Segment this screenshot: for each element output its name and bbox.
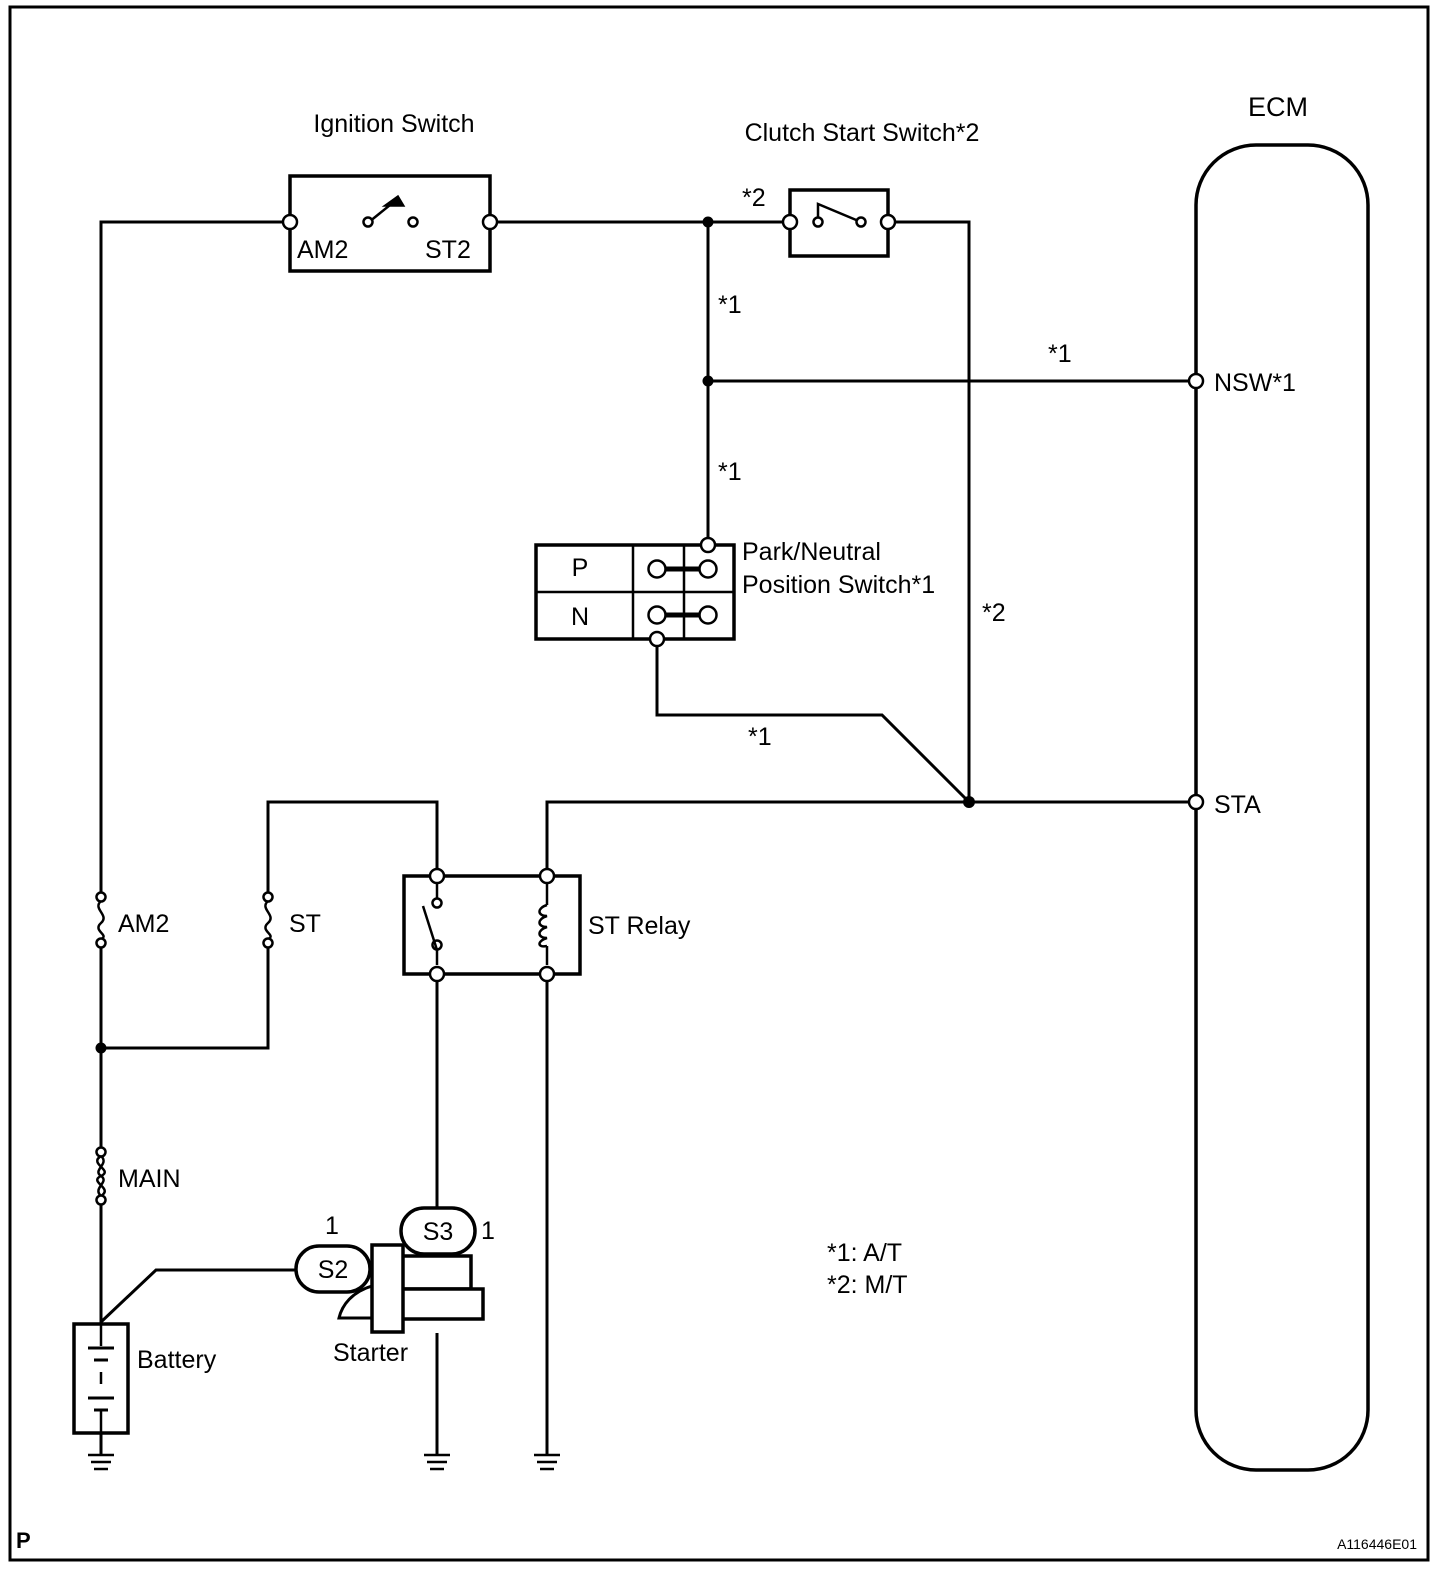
legend-mt: *2: M/T [827, 1271, 908, 1299]
ecm-pin-sta [1187, 793, 1205, 811]
starter-solenoid [398, 1254, 473, 1291]
junctions [95, 216, 975, 1054]
ground-relay [534, 1453, 560, 1471]
ignition-terminal-st2 [481, 213, 499, 231]
junction-dot [963, 796, 975, 808]
clutch-contact [855, 216, 867, 228]
relay-terminal [428, 965, 446, 983]
connector-s3: S3 1 [399, 1206, 495, 1256]
ignition-switch-blade-tip [381, 194, 406, 207]
pn-p-contact [647, 559, 667, 579]
connector-s3-label: S3 [423, 1218, 454, 1246]
pn-terminal-top [699, 536, 717, 554]
connector-s2-label: S2 [318, 1256, 349, 1284]
fuse-am2-label: AM2 [118, 910, 169, 938]
relay-coil [538, 903, 548, 948]
st-relay: ST Relay [402, 867, 691, 983]
connector-s2-shape [294, 1244, 372, 1294]
connector-s3-shape [399, 1206, 477, 1256]
starter-motor [398, 1287, 485, 1321]
ground-starter [424, 1453, 450, 1471]
starter-nose [337, 1283, 374, 1320]
pn-terminal-bottom [648, 630, 666, 648]
connector-s2: S2 1 [294, 1212, 372, 1294]
pn-n-contact [647, 605, 667, 625]
wire-note: *1 [718, 458, 742, 486]
clutch-switch-note: *2 [742, 184, 766, 212]
ignition-switch: Ignition Switch AM2 ST2 [281, 110, 499, 273]
park-neutral-switch: P N Park/Neutral Position Switch*1 [534, 536, 935, 648]
relay-switch-blade [421, 905, 439, 951]
clutch-terminal [781, 213, 799, 231]
relay-switch-contact [431, 897, 443, 909]
wire-relay-coil-to-sta [545, 800, 1190, 870]
clutch-start-switch: Clutch Start Switch*2 *2 [742, 119, 980, 258]
relay-terminal [538, 965, 556, 983]
wire-note: *1 [1048, 340, 1072, 368]
battery-label: Battery [137, 1346, 217, 1374]
junction-dot [702, 216, 714, 228]
figure-id: A116446E01 [1337, 1536, 1417, 1552]
wire-st-fuse-to-relay [266, 800, 439, 897]
ignition-contact [407, 216, 419, 228]
wire-st-fuse [101, 945, 270, 1050]
ecm-title: ECM [1248, 92, 1308, 122]
starter-label: Starter [333, 1339, 408, 1367]
starter: Starter [333, 1243, 485, 1367]
ground-battery [88, 1433, 114, 1471]
fuse-st: ST [262, 891, 321, 949]
ecm-nsw-label: NSW*1 [1214, 369, 1296, 397]
clutch-contact [812, 216, 824, 228]
page-mark: P [16, 1528, 31, 1553]
ignition-switch-box [288, 174, 492, 273]
pn-title-line2: Position Switch*1 [742, 571, 935, 599]
ignition-st2-label: ST2 [425, 236, 471, 264]
wire-note: *1 [748, 723, 772, 751]
wire-pn-to-sta [655, 647, 971, 804]
wire-note: *2 [982, 599, 1006, 627]
wire-note: *1 [718, 291, 742, 319]
fuse-main-label: MAIN [118, 1165, 181, 1193]
ecm-pin-nsw [1187, 372, 1205, 390]
legend-at: *1: A/T [827, 1239, 902, 1267]
fuse-main: MAIN [95, 1146, 181, 1206]
ecm-sta-label: STA [1214, 791, 1261, 819]
relay-terminal [428, 867, 446, 885]
starter-flange [370, 1243, 405, 1334]
legend: *1: A/T *2: M/T [827, 1239, 908, 1299]
clutch-switch-title: Clutch Start Switch*2 [745, 119, 980, 147]
pn-row-n: N [571, 603, 589, 631]
connector-s3-pin: 1 [481, 1217, 495, 1245]
wire-am2-main [99, 220, 287, 897]
junction-dot [95, 1042, 107, 1054]
wire-battery-to-s2 [99, 1268, 296, 1324]
diagram-frame [8, 5, 1430, 1562]
clutch-switch-box [788, 188, 890, 258]
ignition-switch-title: Ignition Switch [313, 110, 474, 138]
wire-notes: *1 *1 *1 *1 *2 [718, 291, 1072, 751]
wire-clutch-to-sta [893, 220, 971, 802]
clutch-switch-blade [816, 202, 862, 224]
wires [99, 220, 1190, 1455]
ignition-contact [362, 216, 374, 228]
fuse-am2: AM2 [95, 891, 169, 949]
pn-p-contact [698, 559, 718, 579]
st-relay-box [402, 874, 582, 976]
relay-terminal [538, 867, 556, 885]
ecm: ECM NSW*1 STA [1187, 92, 1370, 1472]
clutch-terminal [879, 213, 897, 231]
pn-n-contact [698, 605, 718, 625]
connector-s2-pin: 1 [325, 1212, 339, 1240]
battery: Battery [72, 1322, 217, 1455]
ignition-terminal-am2 [281, 213, 299, 231]
junction-dot [702, 375, 714, 387]
pn-title-line1: Park/Neutral [742, 538, 881, 566]
fuse-st-label: ST [289, 910, 321, 938]
st-relay-label: ST Relay [588, 912, 691, 940]
ignition-am2-label: AM2 [297, 236, 348, 264]
pn-row-p: P [572, 554, 589, 582]
